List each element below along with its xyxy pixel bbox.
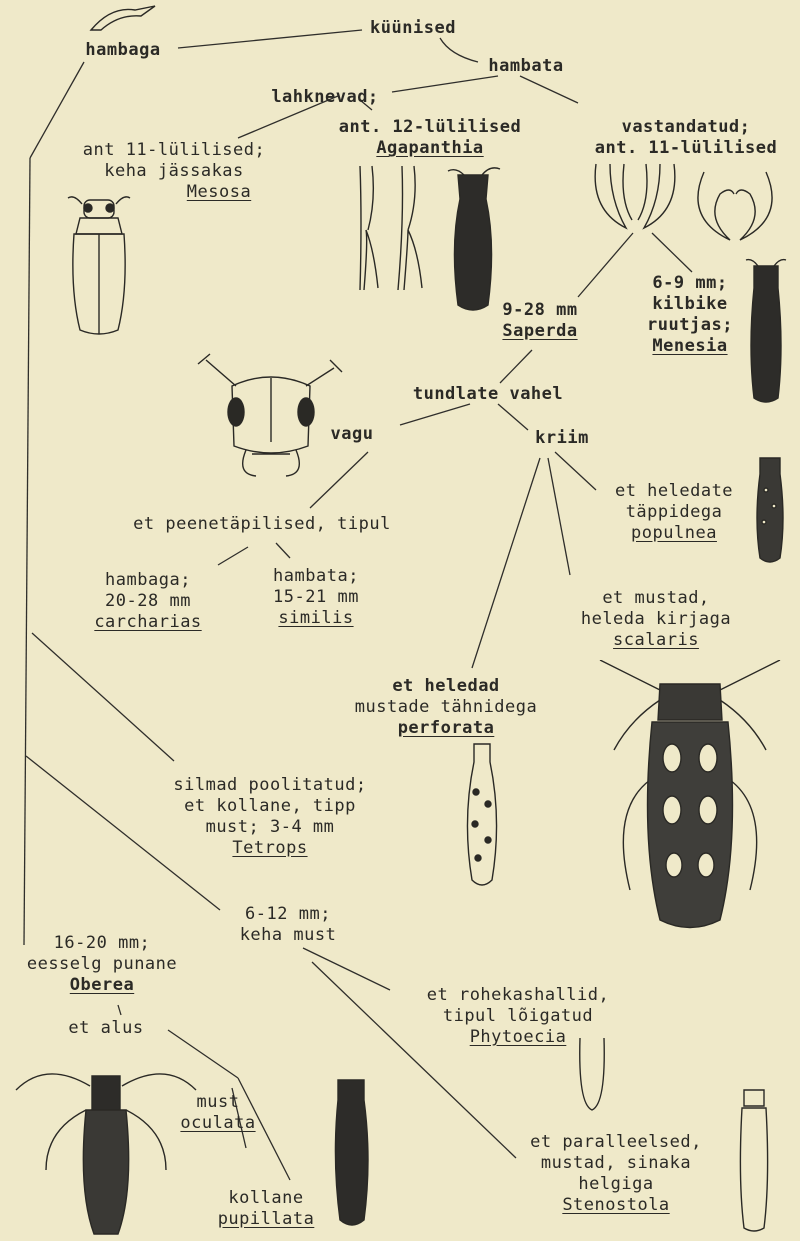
oberea-beetle-dark — [330, 1070, 374, 1230]
node-similis: hambata; 15-21 mm similis — [273, 566, 359, 629]
phytoecia-elytra-tip — [572, 1034, 612, 1114]
node-kuunised: küünised — [370, 18, 456, 39]
node-tundlate-vahel: tundlate vahel — [413, 384, 563, 405]
node-perforata: et heledad mustade tähnidega perforata — [355, 676, 538, 739]
mesosa-beetle-outline — [66, 190, 132, 340]
node-carcharias: hambaga; 20-28 mm carcharias — [94, 570, 201, 633]
claw-hook-icon — [85, 0, 170, 34]
node-peenetapilised: et peenetäpilised, tipul — [133, 514, 391, 535]
oberea-beetle-drawing — [6, 1050, 206, 1240]
node-tetrops: silmad poolitatud; et kollane, tipp must… — [173, 775, 366, 859]
node-populnea: et heledate täppidega populnea — [615, 481, 733, 544]
node-hambata: hambata — [488, 56, 563, 77]
saperda-claws-drawing — [590, 160, 680, 235]
node-agapanthia: ant. 12-lülilised Agapanthia — [339, 117, 522, 159]
node-saperda: 9-28 mm Saperda — [502, 300, 577, 342]
node-pupillata: kollane pupillata — [218, 1188, 315, 1230]
stenostola-beetle-outline — [734, 1080, 774, 1235]
node-scalaris: et mustad, heleda kirjaga scalaris — [581, 588, 731, 651]
scalaris-beetle-drawing — [590, 660, 790, 950]
head-frontal-drawing — [196, 350, 346, 480]
node-lahknevad: lahknevad; — [271, 87, 378, 108]
node-et-alus: et alus — [68, 1018, 143, 1039]
agapanthia-antennae-drawing — [352, 160, 442, 295]
node-hambaga: hambaga — [85, 40, 160, 61]
populnea-beetle — [752, 450, 788, 564]
node-stenostola: et paralleelsed, mustad, sinaka helgiga … — [530, 1132, 702, 1216]
node-menesia: 6-9 mm; kilbike ruutjas; Menesia — [647, 273, 733, 357]
node-vastandatud: vastandatud; ant. 11-lülilised — [595, 117, 778, 159]
node-oberea: 16-20 mm; eesselg punane Oberea — [27, 933, 177, 996]
agapanthia-beetle-dark — [444, 165, 502, 315]
menesia-beetle-dark — [744, 258, 788, 406]
menesia-claws-drawing — [690, 168, 780, 248]
node-kriim: kriim — [535, 428, 589, 449]
node-keha-must: 6-12 mm; keha must — [240, 904, 337, 946]
perforata-beetle — [458, 740, 506, 890]
